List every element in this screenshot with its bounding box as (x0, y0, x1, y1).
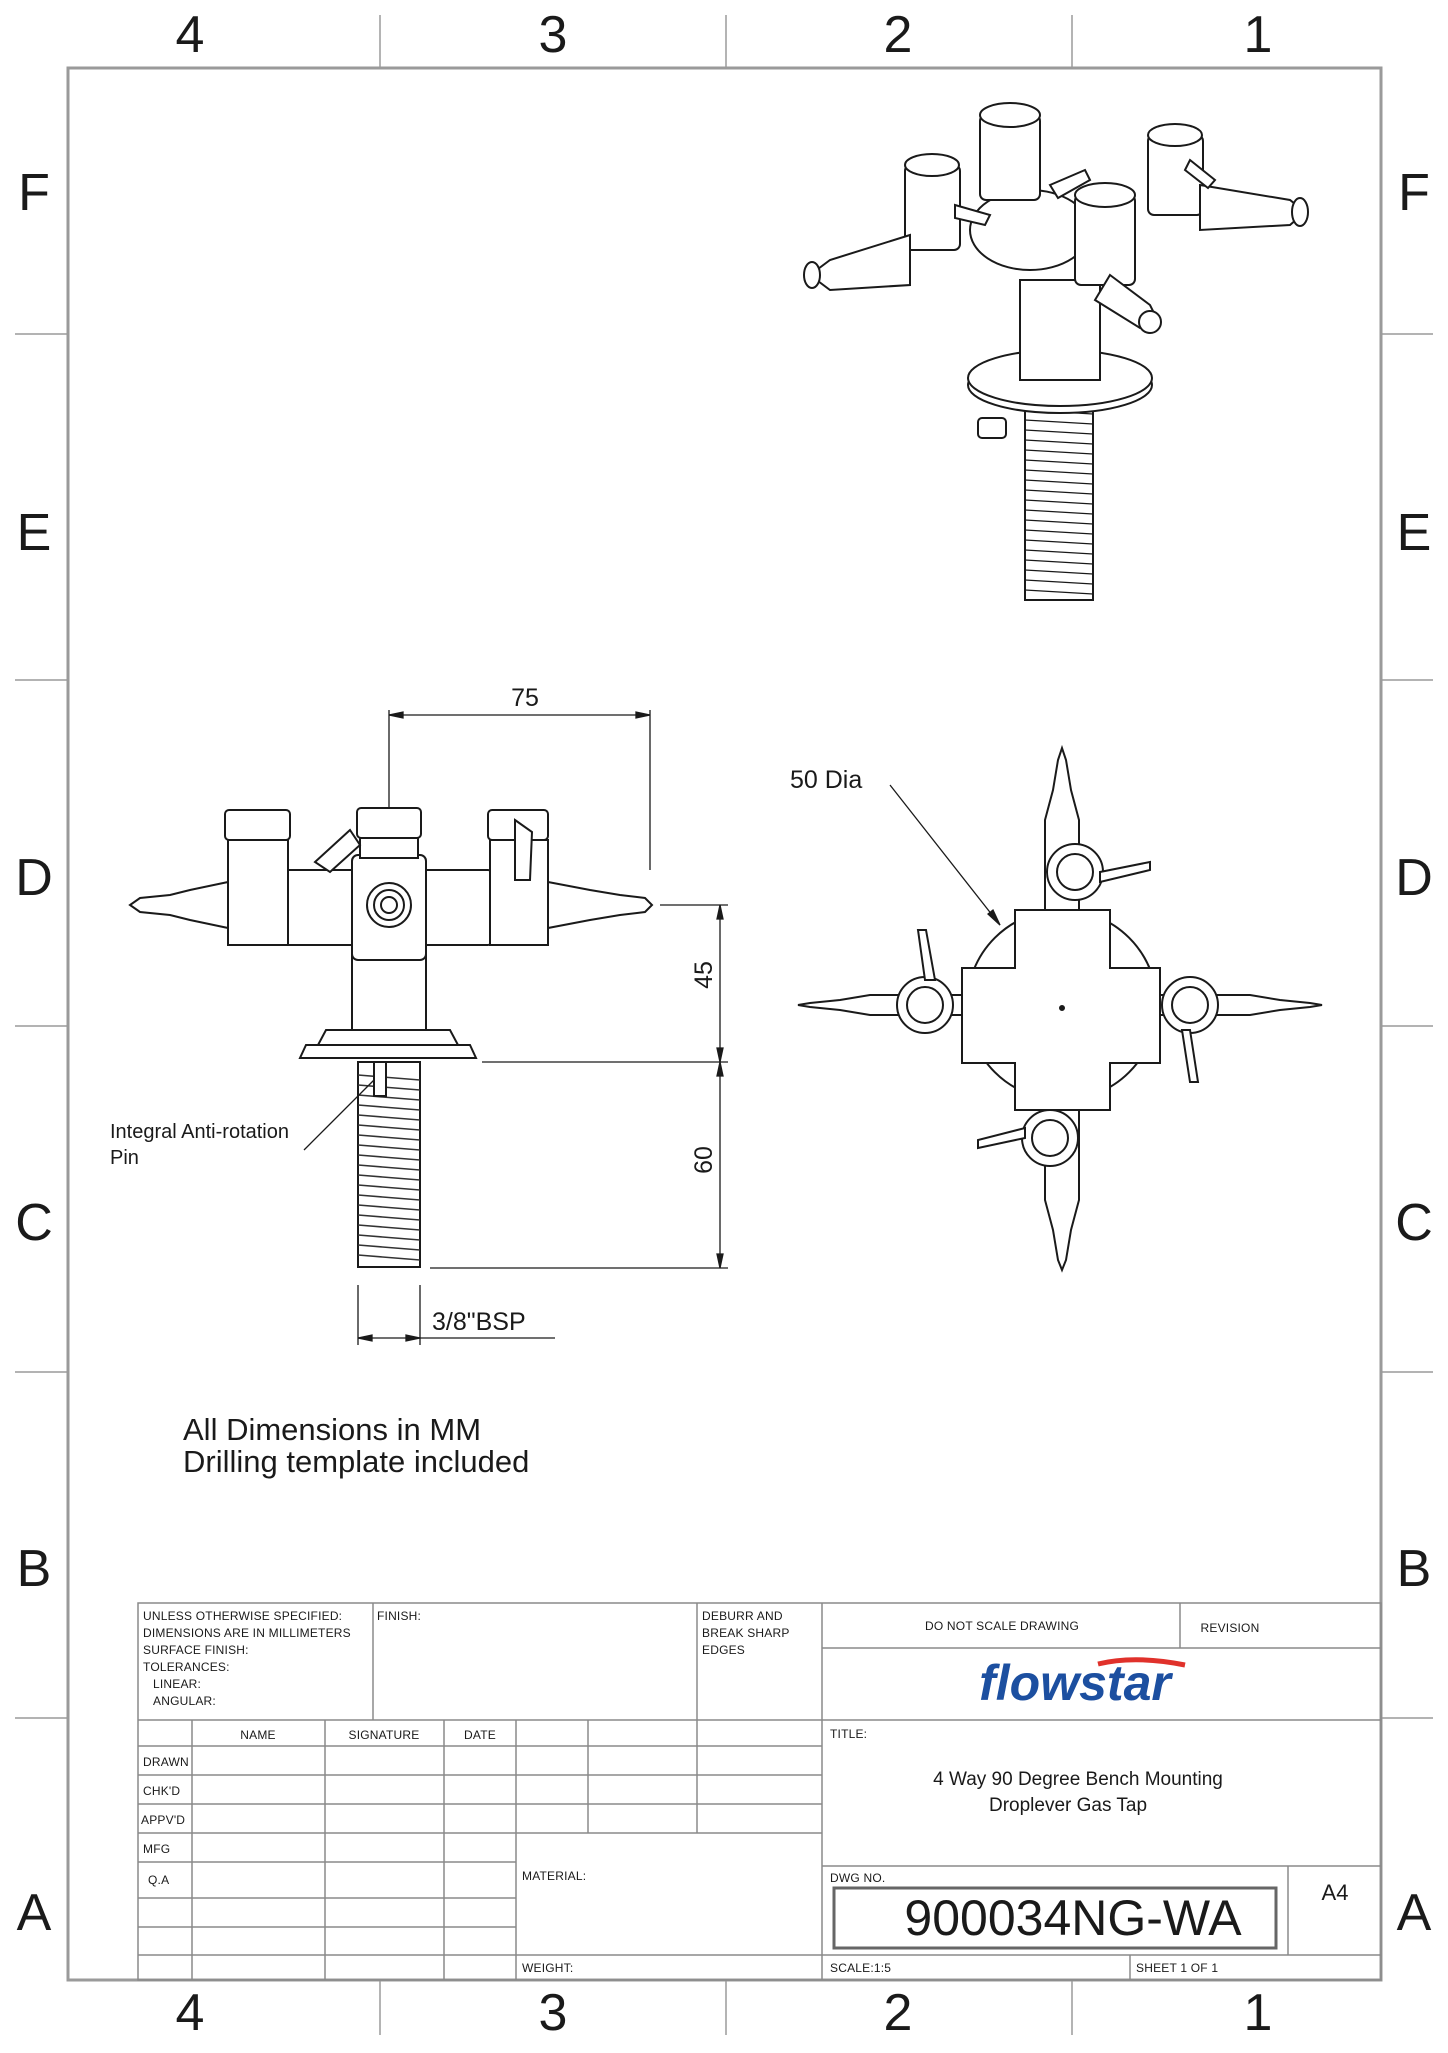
dim-thread: 3/8"BSP (432, 1308, 526, 1336)
row-label-checked: CHK'D (143, 1784, 180, 1798)
zone-col-top-3: 3 (539, 6, 568, 64)
row-label-qa: Q.A (148, 1873, 169, 1887)
zone-row-right-f: F (1398, 164, 1430, 222)
col-header-name: NAME (240, 1728, 275, 1742)
title-label: TITLE: (830, 1727, 867, 1741)
zone-col-bottom-3: 3 (539, 1984, 568, 2042)
deburr-line-2: BREAK SHARP (702, 1626, 790, 1640)
spec-line-1: UNLESS OTHERWISE SPECIFIED: (143, 1609, 342, 1623)
callout-pin-line1: Integral Anti-rotation (110, 1121, 289, 1143)
zone-row-left-e: E (17, 504, 52, 562)
zone-col-bottom-1: 1 (1244, 1984, 1273, 2042)
row-label-approved: APPV'D (141, 1813, 185, 1827)
note-dimensions: All Dimensions in MM (183, 1412, 481, 1447)
deburr-line-1: DEBURR AND (702, 1609, 783, 1623)
spec-line-4: TOLERANCES: (143, 1660, 230, 1674)
zone-row-right-e: E (1397, 504, 1432, 562)
scale-label: SCALE:1:5 (830, 1961, 891, 1975)
dwg-no-value: 900034NG-WA (904, 1890, 1242, 1946)
zone-row-left-b: B (17, 1540, 52, 1598)
row-label-mfg: MFG (143, 1842, 170, 1856)
dim-width-75: 75 (511, 684, 539, 712)
zone-col-top-1: 1 (1244, 6, 1273, 64)
dim-height-45: 45 (690, 961, 718, 989)
zone-row-right-c: C (1395, 1194, 1433, 1252)
callout-pin-line2: Pin (110, 1147, 139, 1169)
zone-row-right-d: D (1395, 849, 1433, 907)
zone-col-bottom-4: 4 (176, 1984, 205, 2042)
title-block-grid (137, 1602, 1382, 1981)
zone-row-left-d: D (15, 849, 53, 907)
spec-line-6: ANGULAR: (153, 1694, 216, 1708)
zone-row-right-b: B (1397, 1540, 1432, 1598)
row-label-drawn: DRAWN (143, 1755, 189, 1769)
col-header-date: DATE (464, 1728, 496, 1742)
dim-height-60: 60 (690, 1146, 718, 1174)
spec-line-5: LINEAR: (153, 1677, 201, 1691)
material-label: MATERIAL: (522, 1869, 586, 1883)
plan-view (797, 744, 1323, 1273)
zone-col-top-2: 2 (884, 6, 913, 64)
do-not-scale: DO NOT SCALE DRAWING (925, 1619, 1079, 1633)
spec-line-3: SURFACE FINISH: (143, 1643, 249, 1657)
sheet-label: SHEET 1 OF 1 (1136, 1961, 1218, 1975)
zone-row-right-a: A (1397, 1884, 1432, 1942)
spec-line-2: DIMENSIONS ARE IN MILLIMETERS (143, 1626, 351, 1640)
isometric-view (803, 102, 1309, 601)
zone-col-top-4: 4 (176, 6, 205, 64)
zone-col-bottom-2: 2 (884, 1984, 913, 2042)
zone-row-left-c: C (15, 1194, 53, 1252)
spec-block: UNLESS OTHERWISE SPECIFIED: DIMENSIONS A… (143, 1609, 351, 1708)
finish-label: FINISH: (377, 1609, 421, 1623)
note-template: Drilling template included (183, 1444, 529, 1479)
title-line-2: Droplever Gas Tap (989, 1795, 1147, 1816)
logo-text: flowstar (979, 1655, 1173, 1711)
flowstar-logo: flowstar (979, 1655, 1186, 1711)
revision-label: REVISION (1201, 1621, 1260, 1635)
weight-label: WEIGHT: (522, 1961, 573, 1975)
zone-ticks (15, 15, 1433, 2035)
dwg-no-box (832, 1886, 1278, 1950)
dimension-lines (303, 710, 1001, 1345)
zone-row-left-a: A (17, 1884, 52, 1942)
col-header-signature: SIGNATURE (349, 1728, 420, 1742)
dwg-no-label: DWG NO. (830, 1871, 885, 1885)
zone-row-left-f: F (18, 164, 50, 222)
deburr-line-3: EDGES (702, 1643, 745, 1657)
front-elevation-view (128, 807, 654, 1268)
dim-diameter: 50 Dia (790, 766, 862, 794)
sheet-size: A4 (1322, 1880, 1349, 1905)
title-line-1: 4 Way 90 Degree Bench Mounting (933, 1769, 1223, 1790)
